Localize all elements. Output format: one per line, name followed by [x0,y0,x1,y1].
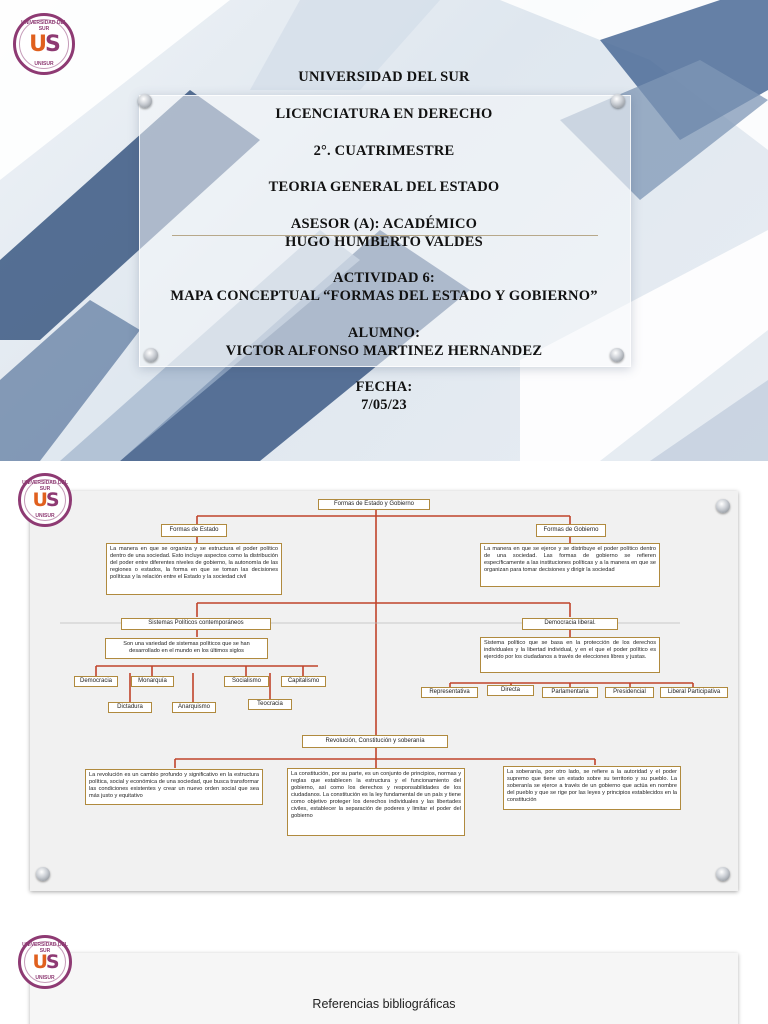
sistema-item: Socialismo [224,676,269,687]
concept-sistemas-politicos: Sistemas Políticos contemporáneos [121,618,271,630]
sistema-item: Dictadura [108,702,152,713]
advisor-name: HUGO HUMBERTO VALDES [285,234,483,250]
democracia-liberal-description: Sistema político que se basa en la prote… [480,637,660,673]
cover-slide: UNIVERSIDAD DEL SUR US UNISUR UNIVERSIDA… [0,0,768,461]
pin-icon [144,348,158,362]
democracia-item: Liberal Participativa [660,687,728,698]
constitucion-description: La constitución, por su parte, es un con… [287,768,465,836]
student-label: ALUMNO: [347,325,421,341]
references-title: Referencias bibliográficas [312,997,456,1011]
democracia-item: Directa [487,685,534,696]
activity-label: ACTIVIDAD 6: [333,270,435,286]
sistemas-description: Son una variedad de sistemas políticos q… [105,638,268,659]
sistema-item: Capitalismo [281,676,326,687]
unisur-logo: UNIVERSIDAD DEL SUR US UNISUR [13,13,75,75]
unisur-logo: UNIVERSIDAD DEL SUR US UNISUR [18,935,72,989]
unisur-logo: UNIVERSIDAD DEL SUR US UNISUR [18,473,72,527]
cover-divider [172,235,598,236]
sistema-item: Democracia [74,676,118,687]
degree-name: LICENCIATURA EN DERECHO [275,106,493,122]
references-slide: UNIVERSIDAD DEL SUR US UNISUR Referencia… [0,918,768,1024]
concept-revolucion: Revolución, Constitución y soberanía [302,735,448,748]
term-label: 2°. CUATRIMESTRE [313,143,455,159]
date-label: FECHA: [355,379,413,395]
formas-gobierno-description: La manera en que se ejerce y se distribu… [480,543,660,587]
references-board [30,953,738,1024]
student-name: VICTOR ALFONSO MARTINEZ HERNANDEZ [225,343,543,359]
university-name: UNIVERSIDAD DEL SUR [298,69,470,85]
pin-icon [716,867,730,881]
concept-root: Formas de Estado y Gobierno [318,499,430,510]
democracia-item: Presidencial [605,687,654,698]
pin-icon [138,94,152,108]
pin-icon [611,94,625,108]
sistema-item: Teocracia [248,699,292,710]
democracia-item: Parlamentaria [542,687,598,698]
sistema-item: Anarquismo [172,702,216,713]
democracia-item: Representativa [421,687,478,698]
concept-formas-gobierno: Formas de Gobierno [536,524,606,537]
cover-glass-panel [139,95,631,367]
concept-formas-estado: Formas de Estado [161,524,227,537]
formas-estado-description: La manera en que se organiza y se estruc… [106,543,282,595]
soberania-description: La soberanía, por otro lado, se refiere … [503,766,681,810]
pin-icon [716,499,730,513]
pin-icon [36,867,50,881]
revolucion-description: La revolución es un cambio profundo y si… [85,769,263,805]
cover-background-geometry [0,0,768,461]
subject-name: TEORIA GENERAL DEL ESTADO [268,179,500,195]
sistema-item: Monarquía [131,676,174,687]
concept-map-slide: UNIVERSIDAD DEL SUR US UNISUR [0,461,768,918]
date-value: 7/05/23 [361,397,407,413]
pin-icon [610,348,624,362]
activity-title: MAPA CONCEPTUAL “FORMAS DEL ESTADO Y GOB… [170,288,598,304]
advisor-label: ASESOR (A): ACADÉMICO [290,216,478,232]
concept-democracia-liberal: Democracia liberal. [522,618,618,630]
